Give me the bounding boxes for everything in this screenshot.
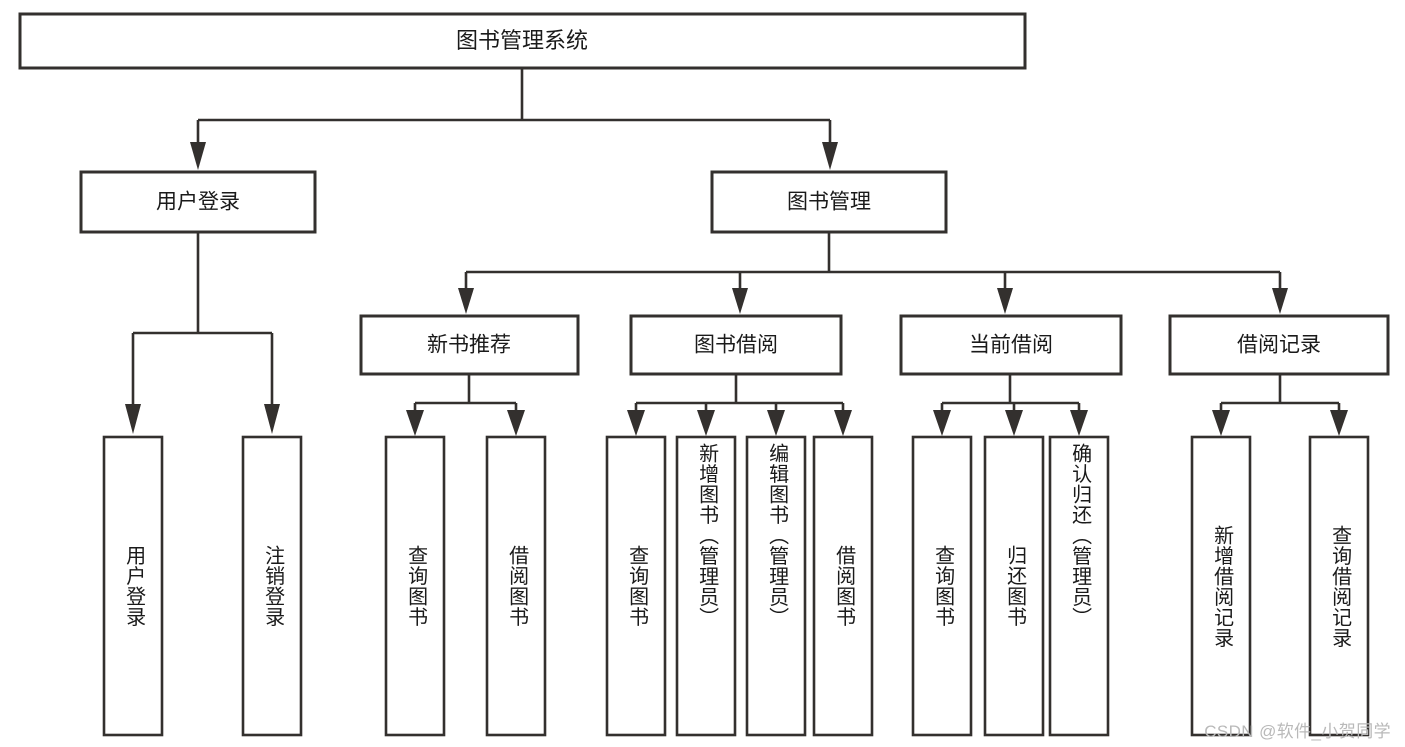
node-leaf-user-login-label: 用户登录 (122, 545, 145, 627)
connectors-new-book-rec-to-leaves (406, 374, 525, 436)
arrowhead-leaf-logout (264, 404, 280, 434)
node-leaf-query-book-rec[interactable]: 查询图书 (384, 435, 446, 737)
csdn-watermark: CSDN @软件_小贺同学 (1204, 722, 1391, 741)
node-leaf-edit-book-box[interactable] (745, 435, 807, 737)
leaf-nodes: 用户登录 注销登录 查询图书 (102, 435, 1370, 737)
node-leaf-query-book-borrow[interactable]: 查询图书 (605, 435, 667, 737)
node-leaf-logout-label: 注销登录 (261, 545, 284, 627)
node-leaf-borrow-book-rec-label: 借阅图书 (505, 545, 528, 627)
arrowhead-leaf-add-record (1212, 410, 1230, 436)
node-leaf-return-book-label: 归还图书 (1003, 545, 1026, 627)
node-new-book-rec-label: 新书推荐 (427, 334, 511, 357)
node-user-login[interactable]: 用户登录 (79, 170, 317, 234)
node-leaf-query-book-rec-label: 查询图书 (404, 545, 427, 627)
node-leaf-borrow-book-rec-box[interactable] (485, 435, 547, 737)
node-leaf-query-book-rec-box[interactable] (384, 435, 446, 737)
node-leaf-add-record-label: 新增借阅记录 (1210, 524, 1233, 648)
arrowhead-leaf-user-login (125, 404, 141, 434)
node-leaf-logout-box[interactable] (241, 435, 303, 737)
node-current-borrow[interactable]: 当前借阅 (899, 314, 1123, 376)
node-user-login-box[interactable] (79, 170, 317, 234)
node-leaf-confirm-return-label: 确认归还（管理员） (1068, 443, 1091, 628)
arrowhead-leaf-query-book-rec (406, 410, 424, 436)
node-leaf-add-record[interactable]: 新增借阅记录 (1190, 435, 1252, 737)
node-new-book-rec-box[interactable] (359, 314, 580, 376)
node-book-borrow-box[interactable] (629, 314, 843, 376)
node-leaf-borrow-book-rec[interactable]: 借阅图书 (485, 435, 547, 737)
arrowhead-leaf-borrow-book (834, 410, 852, 436)
node-root-box[interactable] (18, 12, 1027, 70)
node-leaf-logout[interactable]: 注销登录 (241, 435, 303, 737)
node-leaf-query-record-label: 查询借阅记录 (1328, 524, 1351, 648)
node-borrow-record-label: 借阅记录 (1237, 334, 1321, 357)
arrowhead-leaf-query-book-cur (933, 410, 951, 436)
node-current-borrow-box[interactable] (899, 314, 1123, 376)
connectors-book-borrow-to-leaves (627, 374, 852, 436)
node-book-borrow-label: 图书借阅 (694, 334, 778, 357)
arrowhead-leaf-add-book (697, 410, 715, 436)
node-leaf-return-book-box[interactable] (983, 435, 1045, 737)
arrowhead-current-borrow (997, 288, 1013, 314)
node-leaf-query-book-borrow-label: 查询图书 (625, 545, 648, 627)
node-leaf-confirm-return[interactable]: 确认归还（管理员） (1048, 435, 1110, 737)
node-leaf-add-book[interactable]: 新增图书（管理员） (675, 435, 737, 737)
node-root-label: 图书管理系统 (456, 28, 588, 53)
connectors-current-borrow-to-leaves (933, 374, 1088, 436)
node-book-borrow[interactable]: 图书借阅 (629, 314, 843, 376)
node-leaf-borrow-book[interactable]: 借阅图书 (812, 435, 874, 737)
arrowhead-leaf-query-book-borrow (627, 410, 645, 436)
arrowhead-leaf-return-book (1005, 410, 1023, 436)
node-current-borrow-label: 当前借阅 (969, 334, 1053, 357)
arrowhead-leaf-query-record (1330, 410, 1348, 436)
connectors-borrow-record-to-leaves (1212, 374, 1348, 436)
node-leaf-add-book-label: 新增图书（管理员） (695, 443, 718, 628)
arrowhead-leaf-confirm-return (1070, 410, 1088, 436)
connectors-user-login-to-leaves (125, 232, 280, 434)
node-leaf-query-book-cur-label: 查询图书 (931, 545, 954, 627)
node-book-manage-box[interactable] (710, 170, 948, 234)
node-new-book-rec[interactable]: 新书推荐 (359, 314, 580, 376)
node-leaf-user-login-box[interactable] (102, 435, 164, 737)
arrowhead-leaf-borrow-book-rec (507, 410, 525, 436)
connectors-root-to-level2 (190, 68, 838, 170)
node-leaf-query-book-cur-box[interactable] (911, 435, 973, 737)
arrowhead-borrow-record (1272, 288, 1288, 314)
node-leaf-query-book-borrow-box[interactable] (605, 435, 667, 737)
node-root[interactable]: 图书管理系统 (18, 12, 1027, 70)
node-borrow-record-box[interactable] (1168, 314, 1390, 376)
node-leaf-query-record-box[interactable] (1308, 435, 1370, 737)
arrowhead-user-login (190, 142, 206, 170)
node-leaf-query-book-cur[interactable]: 查询图书 (911, 435, 973, 737)
node-user-login-label: 用户登录 (156, 191, 240, 214)
arrowhead-leaf-edit-book (767, 410, 785, 436)
node-leaf-borrow-book-box[interactable] (812, 435, 874, 737)
connectors-book-manage-to-level3 (458, 232, 1288, 314)
arrowhead-book-manage (822, 142, 838, 170)
node-leaf-borrow-book-label: 借阅图书 (832, 545, 855, 627)
node-leaf-query-record[interactable]: 查询借阅记录 (1308, 435, 1370, 737)
arrowhead-book-borrow (732, 288, 748, 314)
node-leaf-confirm-return-box[interactable] (1048, 435, 1110, 737)
node-borrow-record[interactable]: 借阅记录 (1168, 314, 1390, 376)
node-leaf-edit-book-label: 编辑图书（管理员） (765, 443, 788, 628)
node-book-manage[interactable]: 图书管理 (710, 170, 948, 234)
node-leaf-add-record-box[interactable] (1190, 435, 1252, 737)
node-leaf-user-login[interactable]: 用户登录 (102, 435, 164, 737)
node-leaf-return-book[interactable]: 归还图书 (983, 435, 1045, 737)
node-book-manage-label: 图书管理 (787, 191, 871, 214)
node-leaf-edit-book[interactable]: 编辑图书（管理员） (745, 435, 807, 737)
arrowhead-new-book-rec (458, 288, 474, 314)
node-leaf-add-book-box[interactable] (675, 435, 737, 737)
